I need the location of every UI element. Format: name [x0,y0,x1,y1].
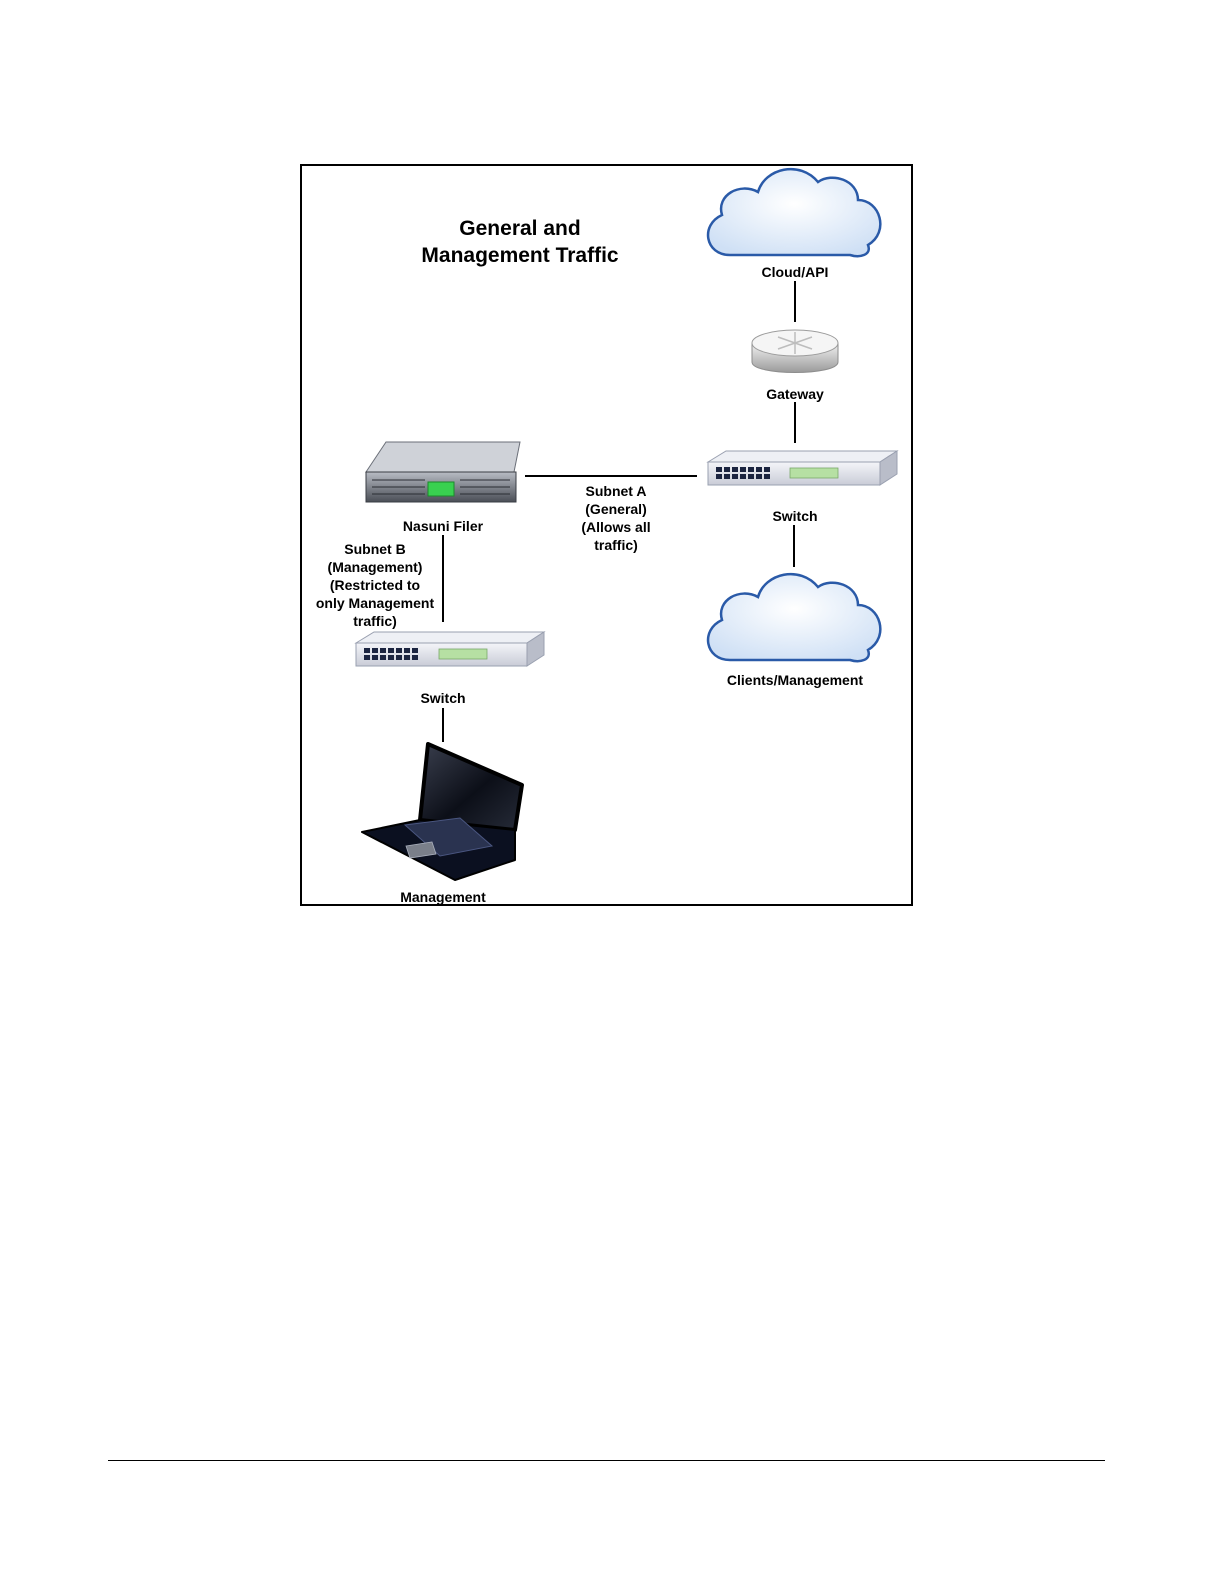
subnet-b-label: Subnet B (Management) (Restricted to onl… [305,540,445,630]
subnet-a-label: Subnet A (General) (Allows all traffic) [556,482,676,554]
cloud-api-label: Cloud/API [745,263,845,281]
switch-right-label: Switch [745,507,845,525]
server-icon [366,442,520,502]
switch-icon [708,451,897,485]
management-label: Management [378,888,508,906]
switch-left-label: Switch [393,689,493,707]
cloud-icon [708,169,880,256]
diagram-title: General and Management Traffic [370,215,670,269]
switch-icon [356,632,544,666]
laptop-icon [362,744,522,880]
nasuni-filer-label: Nasuni Filer [383,517,503,535]
gateway-label: Gateway [745,385,845,403]
footer-divider [108,1460,1105,1461]
router-icon [752,330,838,373]
cloud-icon [708,574,880,661]
clients-management-label: Clients/Management [705,671,885,689]
